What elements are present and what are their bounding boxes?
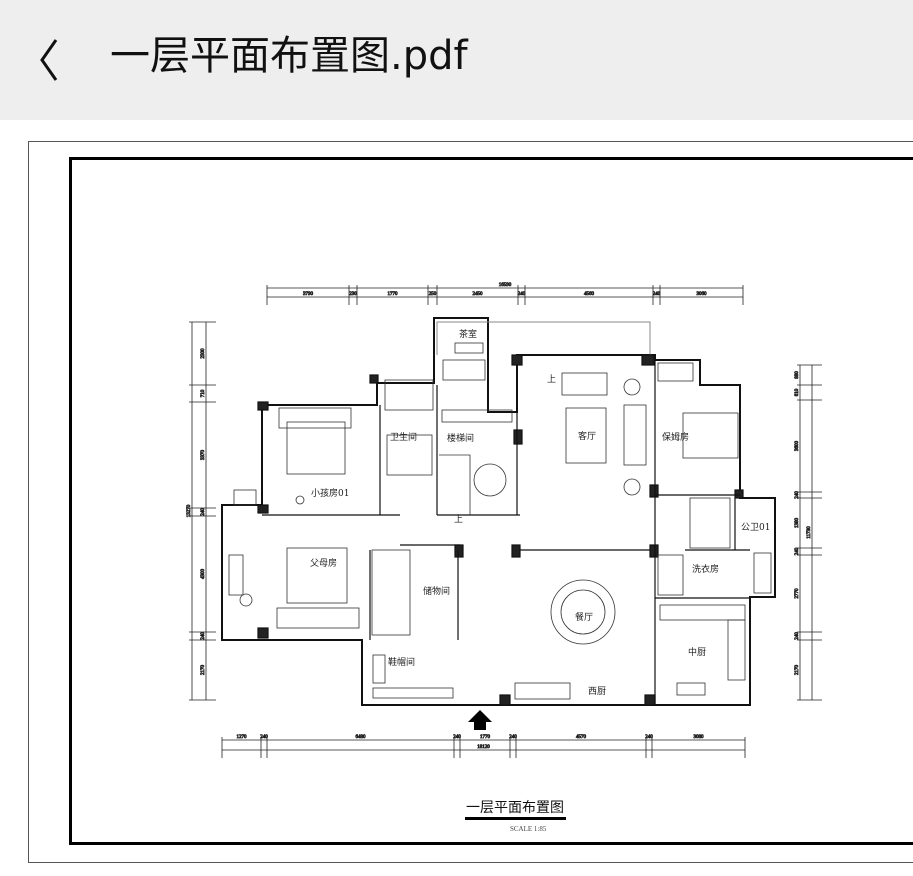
dimension-label: 880 — [795, 371, 800, 379]
top-bar: 一层平面布置图.pdf — [0, 0, 913, 120]
dimension-label: 1380 — [795, 518, 800, 529]
dimension-total: 11730 — [807, 526, 812, 539]
dimension-label: 240 — [260, 735, 268, 740]
document-title: 一层平面布置图.pdf — [110, 33, 468, 79]
room-label: 中厨 — [688, 646, 706, 658]
dimension-total: 13270 — [187, 504, 192, 517]
room-label: 公卫01 — [741, 522, 770, 533]
dimension-label: 2770 — [795, 588, 800, 599]
dimension-label: 2170 — [795, 665, 800, 676]
entrance-arrow-icon — [468, 710, 492, 730]
room-label: 储物间 — [423, 585, 450, 597]
dimension-label: 240 — [653, 292, 661, 297]
dimension-label: 240 — [453, 735, 461, 740]
dimension-label: 2450 — [473, 292, 484, 297]
dimension-label: 240 — [509, 735, 517, 740]
room-label: 鞋帽间 — [388, 656, 415, 668]
dimension-label: 4570 — [576, 735, 587, 740]
dimension-label: 4300 — [201, 569, 206, 580]
dimension-label: 230 — [349, 292, 357, 297]
stair-up-mark: 上 — [547, 374, 556, 385]
dimension-total: 16590 — [499, 283, 512, 288]
room-label: 小孩房01 — [311, 487, 349, 499]
room-label: 洗衣房 — [692, 563, 719, 575]
room-label: 保姆房 — [662, 431, 689, 443]
stair-up-mark: 上 — [454, 514, 463, 525]
room-label: 餐厅 — [575, 611, 593, 623]
dimension-label: 2300 — [201, 348, 206, 359]
dimension-label: 3080 — [694, 735, 705, 740]
chevron-left-icon — [40, 39, 58, 81]
drawing-frame — [69, 157, 913, 845]
dimension-label: 3060 — [697, 292, 708, 297]
dimension-label: 1770 — [388, 292, 399, 297]
dimension-label: 610 — [795, 388, 800, 396]
dimension-label: 250 — [429, 292, 437, 297]
dimension-label: 240 — [795, 547, 800, 555]
room-label: 楼梯间 — [447, 432, 474, 444]
room-label: 父母房 — [310, 557, 337, 569]
room-label: 茶室 — [459, 328, 477, 340]
dimension-label: 240 — [201, 508, 206, 516]
dimension-label: 4560 — [584, 292, 595, 297]
back-button[interactable] — [30, 28, 70, 88]
dimension-label: 3370 — [201, 450, 206, 461]
dimension-total: 18120 — [477, 745, 490, 750]
dimension-label: 1770 — [480, 735, 491, 740]
room-label: 卫生间 — [390, 431, 417, 443]
drawing-scale: SCALE 1:85 — [510, 825, 547, 833]
pdf-page[interactable] — [28, 141, 913, 863]
dimension-label: 240 — [795, 632, 800, 640]
dimension-label: 240 — [645, 735, 653, 740]
drawing-title: 一层平面布置图 — [466, 800, 564, 816]
room-label: 客厅 — [578, 430, 596, 442]
dimension-label: 3790 — [303, 292, 314, 297]
dimension-label: 1270 — [237, 735, 248, 740]
dimension-label: 6480 — [356, 735, 367, 740]
dimension-label: 240 — [518, 292, 526, 297]
dimension-label: 2170 — [201, 665, 206, 676]
title-underline — [465, 817, 566, 820]
dimension-label: 3600 — [795, 441, 800, 452]
dimension-label: 240 — [201, 632, 206, 640]
dimension-label: 240 — [795, 491, 800, 499]
room-label: 西厨 — [588, 686, 606, 697]
dimension-label: 710 — [201, 389, 206, 397]
